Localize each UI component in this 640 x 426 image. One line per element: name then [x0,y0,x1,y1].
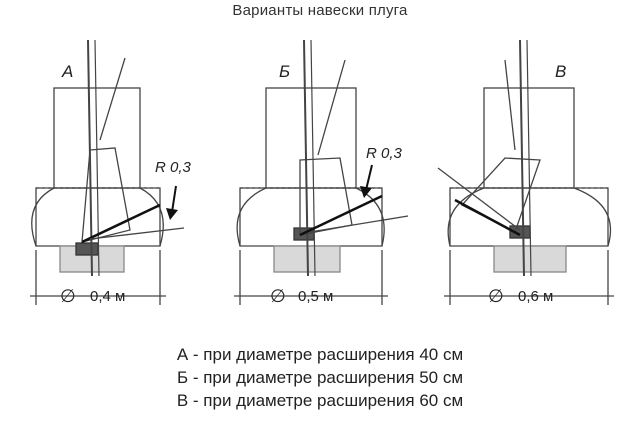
variant-a-panel: А R 0,3 ∅ 0,4 м [30,39,192,306]
variant-b-blade [299,194,383,237]
legend-item-a: А - при диаметре расширения 40 см [176,345,464,364]
variant-a-arrow-line [89,227,185,240]
variant-a-diameter-label: 0,4 м [90,288,125,305]
variant-a-linkage [81,147,131,243]
variant-b-letter: Б [279,62,290,81]
variant-a-cable [99,57,126,141]
variant-b-radius-label: R 0,3 [366,145,403,162]
variant-c-panel: В ∅ 0,6 м [437,39,614,306]
legend: А - при диаметре расширения 40 см Б - пр… [0,343,640,412]
variant-c-rod [519,39,525,277]
variant-a-expansion [35,187,161,247]
variant-a-radius-arrowhead [166,208,178,220]
variant-a-radius-arrow [171,185,177,213]
variant-b-radius-arrowhead [360,186,372,198]
variant-b-arrow-line [309,215,409,233]
variant-b-diameter-symbol: ∅ [270,286,286,306]
variant-a-cutter [75,242,99,256]
variant-c-bulb-outline [447,187,612,247]
variant-a-rod-2 [94,39,100,277]
variant-b-rod-2 [310,39,316,277]
variant-a-blade [81,203,161,244]
variant-c-diameter-symbol: ∅ [488,286,504,306]
diagram-title: Варианты навески плуга [232,2,408,19]
legend-item-c: В - при диаметре расширения 60 см [176,391,464,410]
variant-c-cable [504,59,516,151]
variant-b-panel: Б R 0,3 ∅ 0,5 м [234,39,409,306]
variant-b-radius-arrow [365,164,373,191]
variant-c-arrow-line [437,167,521,231]
variant-a-letter: А [61,62,73,81]
variant-c-diameter-label: 0,6 м [518,288,553,305]
variant-c-rod-2 [526,39,532,277]
variant-b-rod [303,39,309,277]
variant-a-diameter-symbol: ∅ [60,286,76,306]
variant-b-cable [317,59,346,156]
variant-a-radius-label: R 0,3 [155,159,192,176]
variant-a-bulb-outline [31,187,164,247]
variant-c-letter: В [555,62,566,81]
variant-b-diameter-label: 0,5 м [298,288,333,305]
variant-c-blade [454,198,521,237]
legend-item-b: Б - при диаметре расширения 50 см [176,368,464,387]
